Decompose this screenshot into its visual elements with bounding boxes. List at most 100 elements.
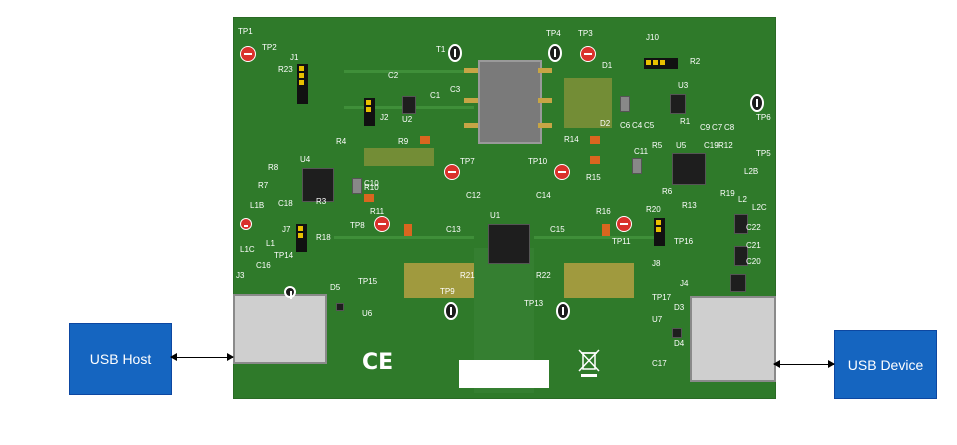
trace [344, 70, 474, 73]
capacitor [352, 178, 362, 194]
silk-label: TP5 [756, 149, 771, 158]
capacitor-c20 [730, 274, 746, 292]
usb-device-box: USB Device [834, 330, 937, 399]
silk-label: R3 [316, 197, 327, 206]
weee-bin-icon [578, 349, 600, 377]
silk-label: R5 [652, 141, 663, 150]
silk-label: R19 [720, 189, 735, 198]
usb-connector-j4 [690, 296, 776, 382]
silk-label: C19 [704, 141, 719, 150]
pad-array [564, 263, 634, 298]
header-j10 [644, 58, 678, 69]
silk-label: C1 [430, 91, 441, 100]
ic-u5 [672, 153, 706, 185]
test-point-tp13 [556, 302, 570, 320]
silk-label: TP6 [756, 113, 771, 122]
silk-label: J1 [290, 53, 299, 62]
device-link-arrow [773, 360, 835, 368]
silk-label: R7 [258, 181, 269, 190]
silk-label: C16 [256, 261, 271, 270]
silk-label: U4 [300, 155, 311, 164]
silk-label: C9 [700, 123, 711, 132]
silk-label: U6 [362, 309, 373, 318]
silk-label: D1 [602, 61, 613, 70]
resistor [602, 224, 610, 236]
pad [538, 123, 552, 128]
capacitor [620, 96, 630, 112]
silk-label: D2 [600, 119, 611, 128]
silk-label: C22 [746, 223, 761, 232]
silk-label: TP17 [652, 293, 672, 302]
silk-label: J7 [282, 225, 291, 234]
usb-host-label: USB Host [89, 351, 152, 367]
silk-label: U1 [490, 211, 501, 220]
header-j2 [364, 98, 375, 126]
resistor [364, 194, 374, 202]
silk-label: TP1 [238, 27, 253, 36]
label-area [459, 360, 549, 388]
test-point-tp11 [616, 216, 632, 232]
trace [334, 236, 474, 239]
silk-label: TP10 [528, 157, 548, 166]
silk-label: R11 [370, 207, 385, 216]
ic-u6 [336, 303, 344, 311]
inductor-l2c [734, 246, 748, 266]
test-point-tp9 [444, 302, 458, 320]
silk-label: R21 [460, 271, 475, 280]
silk-label: J10 [646, 33, 659, 42]
silk-label: R1 [680, 117, 691, 126]
silk-label: D4 [674, 339, 685, 348]
test-point-tp10 [554, 164, 570, 180]
silk-label: C20 [746, 257, 761, 266]
silk-label: TP8 [350, 221, 365, 230]
usb-connector-j3 [233, 294, 327, 364]
silk-label: U7 [652, 315, 663, 324]
resistor [420, 136, 430, 144]
silk-label: U2 [402, 115, 413, 124]
silk-label: L2 [738, 195, 747, 204]
silk-label: U3 [678, 81, 689, 90]
test-point-tp2 [284, 286, 296, 299]
silk-label: C2 [388, 71, 399, 80]
silk-label: D5 [330, 283, 341, 292]
silk-label: C15 [550, 225, 565, 234]
silk-label: D3 [674, 303, 685, 312]
test-point-tp4 [548, 44, 562, 62]
silk-label: C8 [724, 123, 735, 132]
test-point-tp8 [374, 216, 390, 232]
silk-label: R20 [646, 205, 661, 214]
header-j8 [654, 218, 665, 246]
silk-label: R9 [398, 137, 409, 146]
silk-label: R12 [718, 141, 733, 150]
silk-label: R4 [336, 137, 347, 146]
header-j7 [296, 224, 307, 252]
pad [464, 123, 478, 128]
test-point-tp7 [444, 164, 460, 180]
resistor [404, 224, 412, 236]
ic-u2 [402, 96, 416, 114]
silk-label: R16 [596, 207, 611, 216]
silk-label: J8 [652, 259, 661, 268]
pad [538, 68, 552, 73]
usb-host-box: USB Host [69, 323, 172, 395]
silk-label: J4 [680, 279, 689, 288]
silk-label: R10 [364, 183, 379, 192]
resistor [590, 136, 600, 144]
silk-label: TP7 [460, 157, 475, 166]
silk-label: J3 [236, 271, 245, 280]
usb-device-label: USB Device [847, 356, 924, 373]
silk-label: C17 [652, 359, 667, 368]
inductor-l2b [734, 214, 748, 234]
silk-label: C7 [712, 123, 723, 132]
silk-label: R13 [682, 201, 697, 210]
silk-label: L2B [744, 167, 759, 176]
silk-label: C12 [466, 191, 481, 200]
silk-label: C10 [364, 179, 379, 188]
silk-label: C21 [746, 241, 761, 250]
ic-u7 [672, 328, 682, 338]
silk-label: R15 [586, 173, 601, 182]
silk-label: R14 [564, 135, 579, 144]
pad [464, 98, 478, 103]
pad [538, 98, 552, 103]
silk-label: L2C [752, 203, 767, 212]
